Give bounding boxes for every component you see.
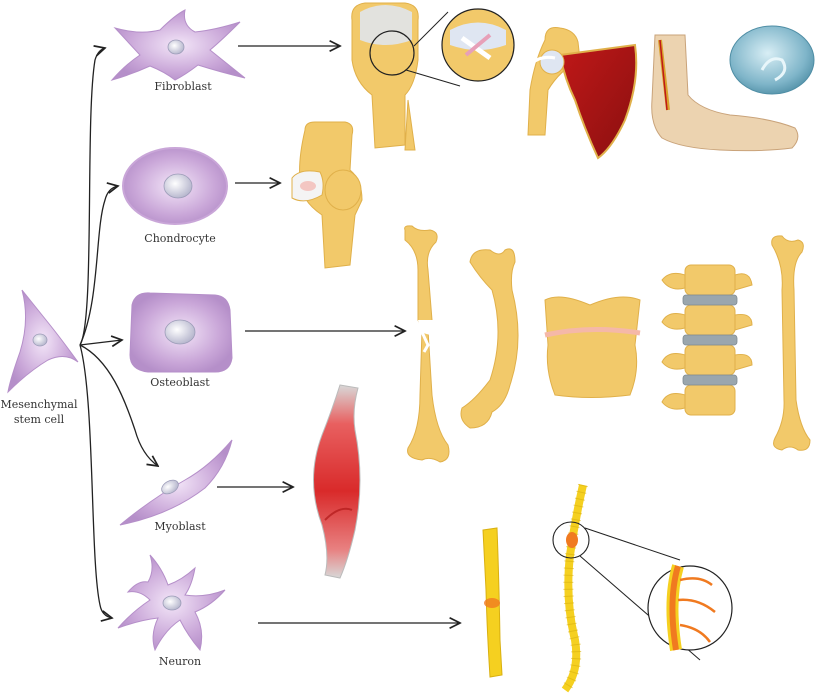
- nerve-fiber: [482, 527, 503, 678]
- differentiation-arrows: [79, 48, 158, 618]
- neuron-label: Neuron: [158, 655, 202, 668]
- osteoblast-cell: [129, 292, 233, 373]
- knee-ligament-illustration: [351, 2, 515, 151]
- long-bone-right: [771, 235, 811, 451]
- stem-cell-label-line2: stem cell: [13, 413, 65, 426]
- neuron-cell: [117, 554, 226, 652]
- bone-growth-plate: [544, 296, 641, 398]
- mesenchymal-stem-cell: [7, 289, 79, 394]
- curved-bone: [460, 248, 519, 429]
- fractured-long-bone: [404, 225, 450, 463]
- intervertebral-disc: [729, 25, 815, 95]
- chondrocyte-label: Chondrocyte: [144, 232, 216, 245]
- myoblast-label: Myoblast: [154, 520, 206, 533]
- foot-tendon-illustration: [651, 34, 799, 152]
- shoulder-illustration: [527, 27, 638, 160]
- nerve-bundle: [552, 483, 733, 693]
- myoblast-cell: [119, 439, 233, 526]
- spine-illustration: [661, 264, 753, 416]
- osteoblast-label: Osteoblast: [150, 376, 210, 389]
- knee-cartilage-illustration: [291, 121, 363, 269]
- stem-cell-label-line1: Mesenchymal: [0, 398, 78, 411]
- chondrocyte-cell: [122, 147, 228, 225]
- fibroblast-cell: [110, 9, 246, 81]
- fibroblast-label: Fibroblast: [154, 80, 212, 93]
- muscle-illustration: [313, 384, 361, 579]
